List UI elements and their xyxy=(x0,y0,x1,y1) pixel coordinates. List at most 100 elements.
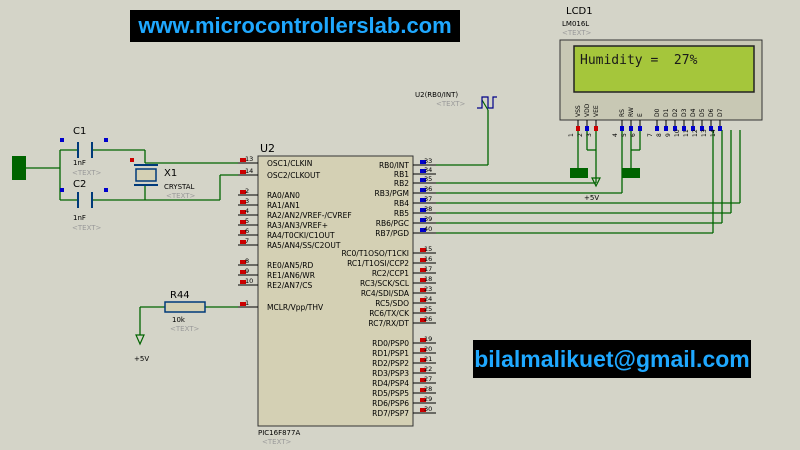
mcu-pin-name: RB0/INT xyxy=(379,161,409,170)
power-label: +5V xyxy=(584,194,599,202)
crystal-x1[interactable]: X1 CRYSTAL <TEXT> xyxy=(130,158,196,200)
mcu-pin-number: 15 xyxy=(424,245,432,253)
mcu-pin-number: 36 xyxy=(424,185,432,193)
lcd-pin-number: 3 xyxy=(586,133,593,137)
lcd-pin-number: 13 xyxy=(701,129,708,137)
lcd-pin-name: RW xyxy=(628,107,635,117)
mcu-body xyxy=(257,155,414,427)
c1-text-tag: <TEXT> xyxy=(72,169,102,177)
lcd-pin-number: 8 xyxy=(656,133,663,137)
lcd-display-text: Humidity = 27% xyxy=(580,53,698,68)
lcd-pin-number: 9 xyxy=(665,133,672,137)
lcd-pin-number: 7 xyxy=(647,133,654,137)
lcd-pin[interactable]: RW5 xyxy=(621,107,635,137)
mcu-pin-number: 19 xyxy=(424,335,432,343)
lcd-pin[interactable]: D1 8 xyxy=(656,108,670,137)
mcu-pin-name: RA1/AN1 xyxy=(267,201,300,210)
pulse-generator-u2-rb0[interactable]: U2(RB0/INT) <TEXT> xyxy=(415,91,497,111)
mcu-pin-number: 14 xyxy=(245,167,253,175)
ground-icon xyxy=(622,168,640,178)
mcu-pin-number: 33 xyxy=(424,157,432,165)
mcu-pin-name: RA0/AN0 xyxy=(267,191,300,200)
mcu-pin-name: RD2/PSP2 xyxy=(372,359,409,368)
mcu-pin-number: 25 xyxy=(424,305,432,313)
lcd-lcd1[interactable]: LCD1 LM016L <TEXT> Humidity = 27% VSS1VD… xyxy=(559,6,763,137)
mcu-pin-name: RC7/RX/DT xyxy=(368,319,409,328)
mcu-pin-name: RD0/PSP0 xyxy=(372,339,409,348)
capacitor-c2[interactable]: C2 1nF <TEXT> xyxy=(60,179,108,232)
lcd-pin-name: VSS xyxy=(575,105,582,117)
capacitor-c1[interactable]: C1 1nF <TEXT> xyxy=(60,126,108,177)
lcd-pin-name: D1 xyxy=(663,108,670,117)
mcu-pin-name: RA5/AN4/SS/C2OUT xyxy=(267,241,341,250)
mcu-pin-name: RC0/T1OSO/T1CKI xyxy=(341,249,409,258)
lcd-pin-number: 14 xyxy=(710,129,717,137)
power-label: +5V xyxy=(134,355,149,363)
mcu-pin-number: 18 xyxy=(424,275,432,283)
generator-label: U2(RB0/INT) xyxy=(415,91,458,99)
mcu-pin-number: 17 xyxy=(424,265,432,273)
mcu-pin-number: 30 xyxy=(424,405,432,413)
resistor-r44[interactable]: R44 10k <TEXT> xyxy=(164,290,206,333)
ground-symbol-vss xyxy=(570,168,588,178)
power-plus5v-mclr: +5V xyxy=(134,334,149,363)
mcu-pin-number: 35 xyxy=(424,175,432,183)
lcd-pin[interactable]: E6 xyxy=(630,113,644,137)
mcu-pin-name: RB5 xyxy=(394,209,409,218)
lcd-pin[interactable]: RS4 xyxy=(612,109,626,137)
mcu-text-tag: <TEXT> xyxy=(262,438,292,446)
lcd-pin-name: D5 xyxy=(699,108,706,117)
lcd-pin[interactable]: D07 xyxy=(647,108,661,137)
lcd-pin-number: 2 xyxy=(577,133,584,137)
mcu-pin-number: 39 xyxy=(424,215,432,223)
lcd-pin[interactable]: D29 xyxy=(665,108,679,137)
